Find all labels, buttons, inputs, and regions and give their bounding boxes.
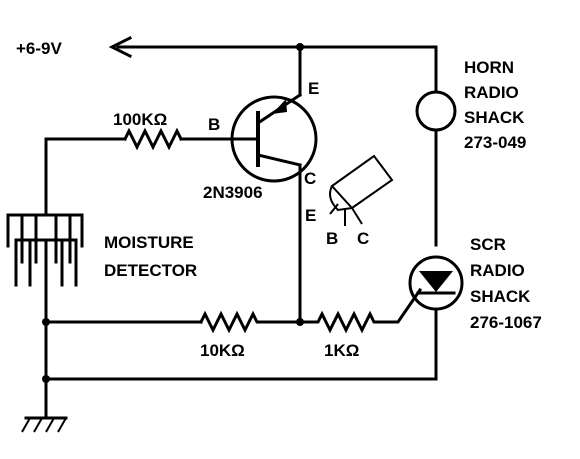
pnp-transistor-symbol bbox=[183, 92, 318, 183]
horn-label-line2: RADIO bbox=[464, 83, 519, 102]
base-label: B bbox=[208, 115, 220, 134]
scr-symbol bbox=[408, 255, 464, 381]
resistor-10k bbox=[198, 310, 302, 334]
pinout-b-label: B bbox=[326, 229, 338, 248]
horn-label-line4: 273-049 bbox=[464, 133, 526, 152]
supply-voltage-label: +6-9V bbox=[16, 39, 62, 58]
ground-rail bbox=[42, 320, 438, 420]
transistor-part-label: 2N3906 bbox=[203, 183, 263, 202]
emitter-wire bbox=[296, 43, 304, 97]
detector-label-line2: DETECTOR bbox=[104, 261, 197, 280]
resistor-100k-label: 100KΩ bbox=[113, 110, 167, 129]
collector-label: C bbox=[304, 169, 316, 188]
resistor-10k-label: 10KΩ bbox=[200, 341, 245, 360]
pinout-c-label: C bbox=[357, 229, 369, 248]
resistor-100k bbox=[44, 127, 187, 151]
scr-label-line3: SHACK bbox=[470, 287, 531, 306]
resistor-1k bbox=[298, 287, 423, 334]
ground-icon bbox=[21, 416, 68, 433]
horn-symbol bbox=[415, 45, 457, 247]
pinout-e-label: E bbox=[305, 206, 316, 225]
scr-label-line1: SCR bbox=[470, 235, 506, 254]
horn-label-line3: SHACK bbox=[464, 108, 525, 127]
transistor-pinout-icon bbox=[329, 154, 394, 226]
scr-label-line2: RADIO bbox=[470, 261, 525, 280]
horn-label-line1: HORN bbox=[464, 58, 514, 77]
supply-line bbox=[108, 35, 438, 59]
resistor-1k-label: 1KΩ bbox=[324, 341, 359, 360]
emitter-label: E bbox=[308, 79, 319, 98]
detector-label-line1: MOISTURE bbox=[104, 233, 194, 252]
moisture-detector-symbol bbox=[6, 137, 84, 324]
scr-label-line4: 276-1067 bbox=[470, 313, 542, 332]
